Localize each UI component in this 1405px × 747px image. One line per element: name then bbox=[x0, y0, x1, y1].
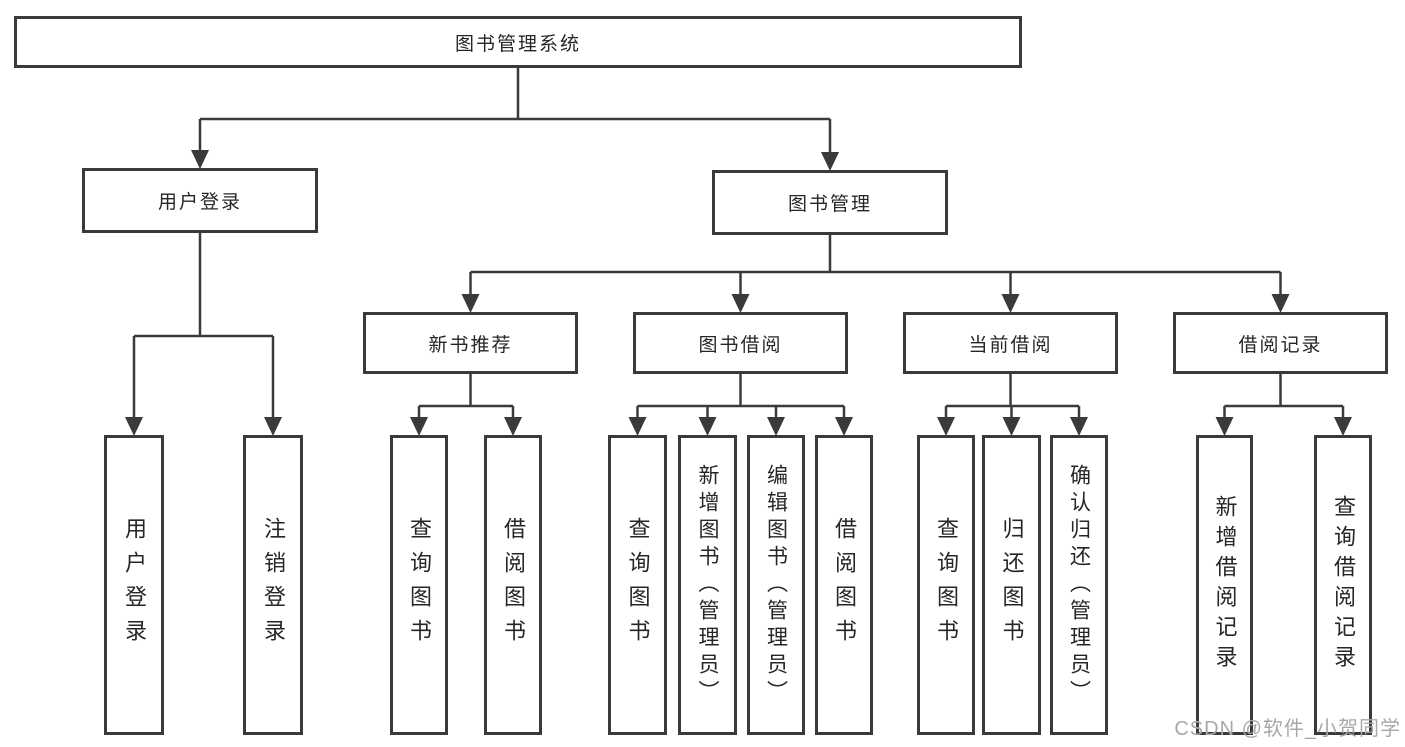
arrowhead bbox=[835, 417, 853, 436]
node-leaf-current-confirm-return: 确认归还（管理员） bbox=[1050, 435, 1108, 735]
csdn-watermark: CSDN @软件_小贺同学 bbox=[1174, 718, 1401, 740]
arrowhead bbox=[461, 294, 480, 313]
node-borrowing-records: 借阅记录 bbox=[1173, 312, 1388, 374]
arrowhead bbox=[698, 417, 717, 436]
node-leaf-borrowing-borrow-books: 借阅图书 bbox=[815, 435, 873, 735]
arrowhead bbox=[937, 417, 955, 436]
connector-current-borrowing-to-leaves bbox=[944, 374, 1081, 419]
node-leaf-logout: 注销登录 bbox=[243, 435, 303, 735]
arrowhead bbox=[731, 294, 750, 313]
node-current-borrowing: 当前借阅 bbox=[903, 312, 1118, 374]
node-leaf-current-query-books: 查询图书 bbox=[917, 435, 975, 735]
node-new-book-recommend: 新书推荐 bbox=[363, 312, 578, 374]
arrowhead bbox=[410, 417, 428, 436]
connector-borrowing-records-to-leaves bbox=[1223, 374, 1345, 419]
arrowhead bbox=[191, 150, 209, 169]
connector-user-login-to-leaves bbox=[132, 233, 275, 419]
node-user-login: 用户登录 bbox=[82, 168, 318, 233]
arrowhead bbox=[821, 152, 839, 171]
node-leaf-current-return-books: 归还图书 bbox=[982, 435, 1041, 735]
node-leaf-records-query-record: 查询借阅记录 bbox=[1314, 435, 1372, 735]
node-root-title: 图书管理系统 bbox=[14, 16, 1022, 68]
arrowhead bbox=[1215, 417, 1234, 436]
arrowheads bbox=[125, 150, 1352, 436]
arrowhead bbox=[1002, 417, 1021, 436]
arrowhead bbox=[1334, 417, 1352, 436]
arrowhead bbox=[767, 417, 785, 436]
node-leaf-recommend-query-books: 查询图书 bbox=[390, 435, 448, 735]
arrowhead bbox=[504, 417, 522, 436]
node-leaf-borrowing-add-books: 新增图书（管理员） bbox=[678, 435, 737, 735]
connector-new-book-recommend-to-leaves bbox=[417, 374, 515, 419]
arrowhead bbox=[264, 417, 282, 436]
arrowhead bbox=[1001, 294, 1020, 313]
node-book-management: 图书管理 bbox=[712, 170, 948, 235]
node-leaf-recommend-borrow-books: 借阅图书 bbox=[484, 435, 542, 735]
node-book-borrowing: 图书借阅 bbox=[633, 312, 848, 374]
arrowhead bbox=[1271, 294, 1290, 313]
node-leaf-records-add-record: 新增借阅记录 bbox=[1196, 435, 1253, 735]
arrowhead bbox=[125, 417, 143, 436]
connector-book-borrowing-to-leaves bbox=[636, 374, 846, 419]
connector-book-management-to-level3 bbox=[469, 235, 1282, 296]
arrowhead bbox=[628, 417, 647, 436]
arrowhead bbox=[1070, 417, 1088, 436]
node-leaf-borrowing-edit-books: 编辑图书（管理员） bbox=[747, 435, 805, 735]
node-leaf-borrowing-query-books: 查询图书 bbox=[608, 435, 667, 735]
connector-root-to-level2 bbox=[198, 68, 832, 154]
node-leaf-user-login: 用户登录 bbox=[104, 435, 164, 735]
